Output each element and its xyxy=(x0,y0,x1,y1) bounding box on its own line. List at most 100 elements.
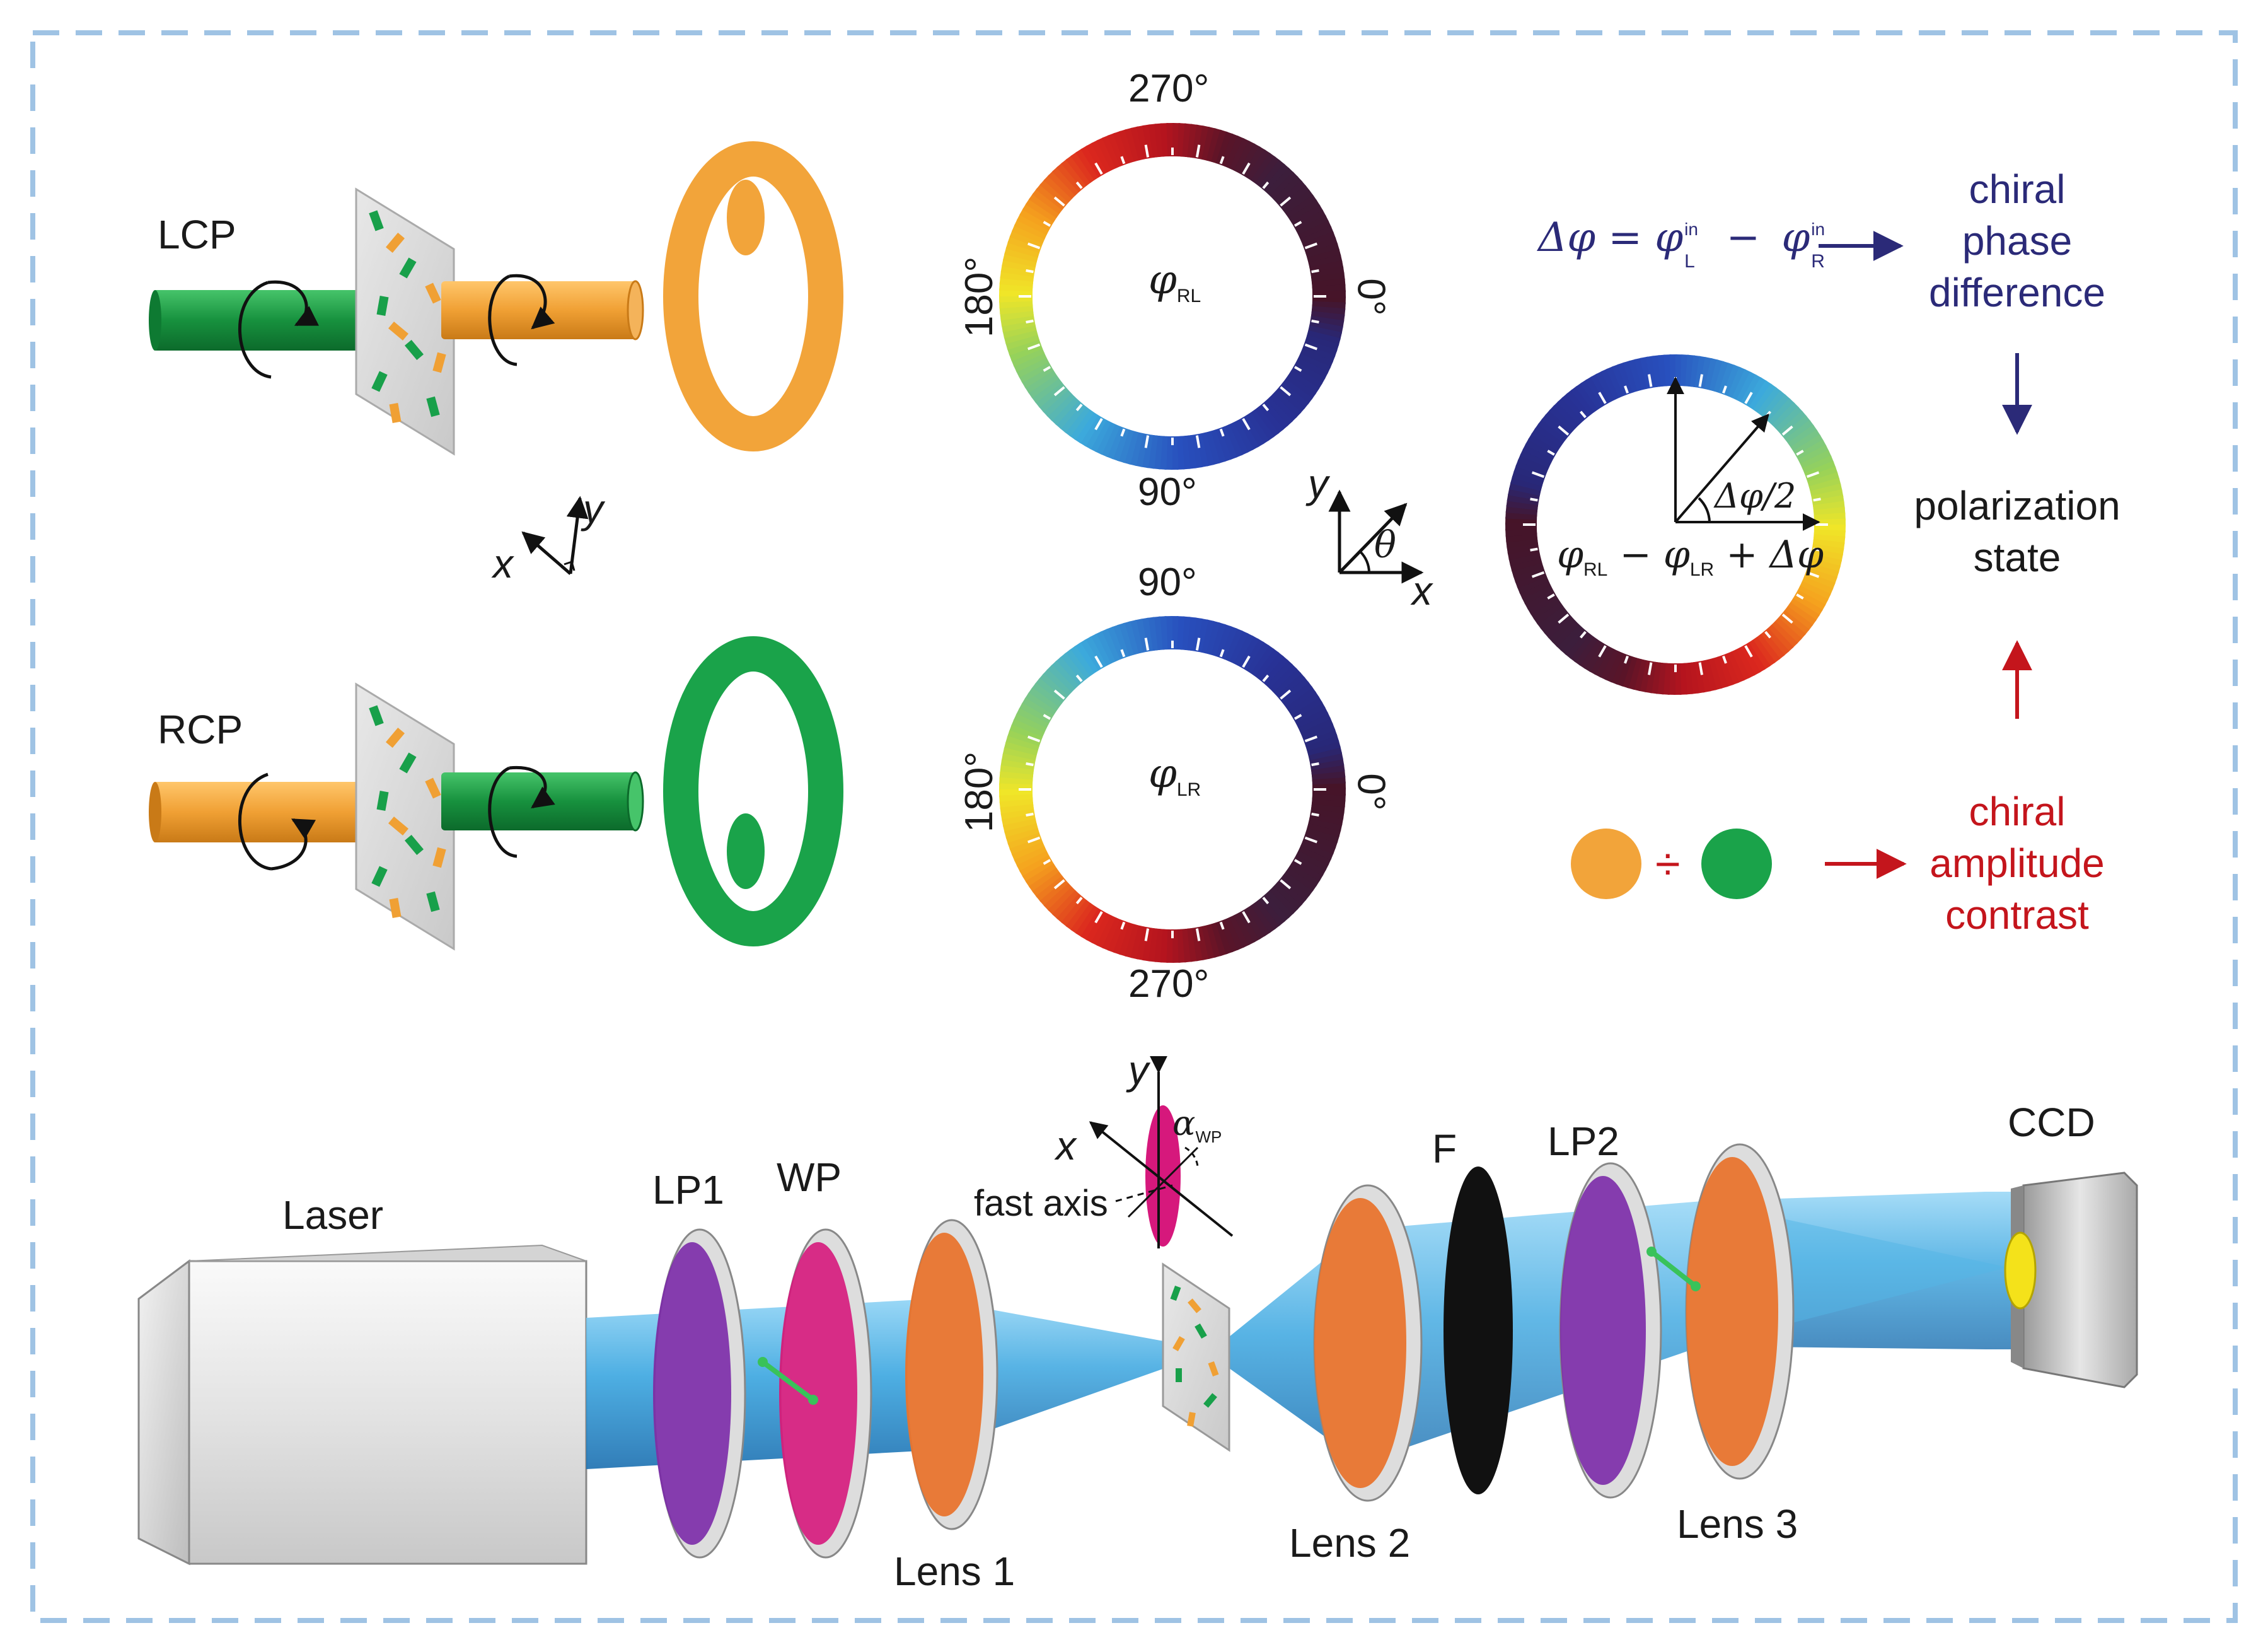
ring-segment xyxy=(1768,398,1795,426)
minus-sign: − xyxy=(1619,533,1652,577)
ring-segment xyxy=(1111,624,1130,659)
phi-symbol: φ xyxy=(1148,257,1177,303)
rcp-beam-group xyxy=(149,636,843,951)
ring-segment xyxy=(1306,740,1341,756)
ring-tick xyxy=(1311,812,1319,817)
phi-symbol: φ xyxy=(1148,750,1177,797)
ring-tick xyxy=(1781,425,1793,436)
alpha-subscript: WP xyxy=(1195,1127,1222,1146)
ring-segment xyxy=(1272,667,1302,696)
ring-segment xyxy=(1580,379,1604,410)
ring-segment xyxy=(1262,163,1290,194)
orange-amplitude-dot xyxy=(1571,829,1641,899)
ring-segment xyxy=(1707,658,1723,690)
ring-tick xyxy=(1280,689,1292,700)
ring-segment xyxy=(1730,649,1750,681)
ring-segment xyxy=(1075,905,1100,938)
ring-tick xyxy=(1075,181,1083,189)
ring-tick xyxy=(1195,637,1201,651)
ring-segment xyxy=(1102,134,1121,169)
ring-segment xyxy=(1025,863,1058,888)
ring-segment xyxy=(1749,380,1773,410)
lens3-label: Lens 3 xyxy=(1677,1501,1798,1547)
ring-segment xyxy=(1300,841,1334,860)
ring-segment xyxy=(1517,575,1549,594)
ring-segment xyxy=(1261,400,1289,431)
ring-segment xyxy=(1278,677,1309,704)
ring-segment xyxy=(1646,356,1658,388)
ring-segment xyxy=(1201,924,1217,959)
ring-segment xyxy=(1264,397,1293,427)
ring-tick xyxy=(1026,269,1034,274)
ring-segment xyxy=(1102,917,1121,951)
ring-segment xyxy=(1285,866,1317,892)
ring-tick xyxy=(1598,645,1607,658)
ring-segment xyxy=(1007,338,1041,356)
ring-segment xyxy=(1632,658,1647,692)
alpha-wp-label: αWP xyxy=(1172,1107,1222,1145)
ring-segment xyxy=(1089,633,1111,667)
ring-segment xyxy=(1273,175,1303,204)
ring-segment xyxy=(1785,419,1815,445)
ring-segment xyxy=(1512,470,1544,487)
ring-segment xyxy=(1293,362,1326,385)
ring-segment xyxy=(1541,414,1570,439)
ring-segment xyxy=(1549,405,1577,432)
ring-segment xyxy=(1234,140,1256,174)
ring-segment xyxy=(1096,137,1117,171)
ring-segment xyxy=(1790,429,1821,453)
polarization-line-1: polarization xyxy=(1914,483,2120,528)
ring-segment xyxy=(1038,385,1069,413)
ring-segment xyxy=(1065,154,1092,187)
ring-segment xyxy=(1809,553,1843,568)
ring-segment xyxy=(1308,817,1343,832)
ring-segment xyxy=(1569,632,1594,663)
ring-segment xyxy=(1764,394,1791,423)
ring-segment xyxy=(1628,359,1644,392)
upper-ring-left-label: 180° xyxy=(958,256,1002,338)
ring-tick xyxy=(1053,386,1065,397)
ring-segment xyxy=(1070,902,1096,934)
lower-ring-top-label: 90° xyxy=(1138,561,1197,604)
ring-tick xyxy=(1624,655,1629,664)
ring-segment xyxy=(1214,624,1232,658)
lens1-label: Lens 1 xyxy=(894,1549,1015,1594)
ring-segment xyxy=(1043,174,1073,203)
ring-segment xyxy=(1084,417,1107,450)
ring-segment xyxy=(1206,923,1222,958)
ring-segment xyxy=(1285,686,1316,711)
ring-segment xyxy=(1205,431,1220,465)
phi-subscript: LR xyxy=(1176,779,1201,800)
ring-segment xyxy=(1556,623,1583,651)
ring-hole xyxy=(1033,649,1312,929)
ring-segment xyxy=(1094,631,1116,665)
ring-segment xyxy=(1295,706,1329,728)
ring-segment xyxy=(1519,579,1551,600)
ring-segment xyxy=(1610,653,1628,685)
ring-segment xyxy=(1781,610,1810,636)
subscript-l: L xyxy=(1684,251,1695,272)
ring-segment xyxy=(1005,828,1040,845)
ring-segment xyxy=(1249,409,1275,441)
ring-segment xyxy=(1508,481,1542,496)
chiral-amplitude-line-1: chiral xyxy=(1969,789,2066,834)
ring-tick xyxy=(1531,571,1545,578)
ring-segment xyxy=(1125,924,1140,958)
ring-tick xyxy=(1242,655,1251,668)
ring-segment xyxy=(1048,170,1077,199)
ring-segment xyxy=(1211,922,1228,957)
ring-segment xyxy=(1242,907,1266,940)
ring-tick xyxy=(1311,319,1319,323)
ring-tick xyxy=(1043,859,1051,865)
ring-segment xyxy=(1777,614,1806,640)
ring-segment xyxy=(1293,209,1327,232)
ring-segment xyxy=(1300,226,1334,245)
ring-segment xyxy=(1018,361,1051,383)
ring-segment xyxy=(1800,450,1832,470)
ring-segment xyxy=(1288,199,1321,224)
lp1-label: LP1 xyxy=(652,1167,724,1213)
ring-segment xyxy=(1712,656,1728,689)
ring-segment xyxy=(1232,420,1254,453)
